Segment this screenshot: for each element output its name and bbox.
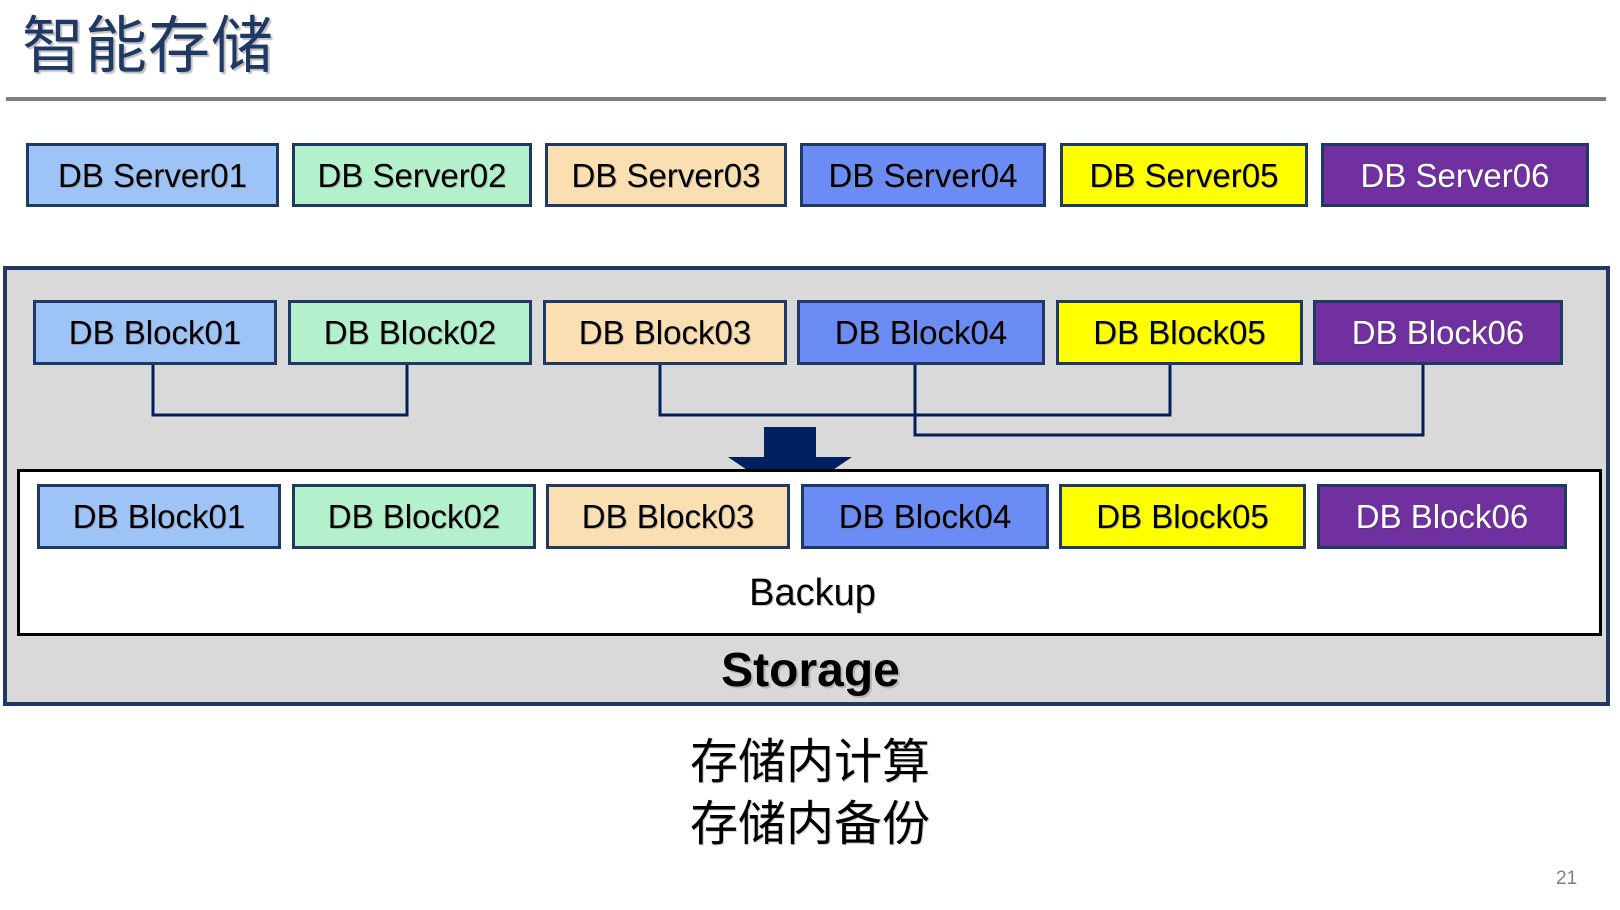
- db-server-box-3[interactable]: DB Server03: [545, 143, 787, 207]
- db-block-backup-label: DB Block03: [582, 500, 754, 533]
- db-block-backup-label: DB Block01: [73, 500, 245, 533]
- db-block-backup-1[interactable]: DB Block01: [37, 484, 281, 549]
- db-server-box-4[interactable]: DB Server04: [800, 143, 1046, 207]
- db-block-primary-4[interactable]: DB Block04: [797, 300, 1045, 365]
- footer-line: 存储内计算: [0, 732, 1620, 794]
- page-number: 21: [1556, 868, 1577, 890]
- db-server-box-label: DB Server06: [1361, 159, 1550, 192]
- footer-text: 存储内计算 存储内备份: [0, 732, 1620, 856]
- db-block-backup-label: DB Block02: [328, 500, 500, 533]
- db-block-backup-3[interactable]: DB Block03: [546, 484, 790, 549]
- db-server-box-6[interactable]: DB Server06: [1321, 143, 1589, 207]
- db-server-box-label: DB Server04: [829, 159, 1018, 192]
- db-block-backup-2[interactable]: DB Block02: [292, 484, 536, 549]
- storage-container: DB Block01 DB Block02 DB Block03 DB Block04…: [3, 266, 1610, 706]
- title-divider: [6, 97, 1606, 101]
- db-server-box-label: DB Server02: [318, 159, 507, 192]
- db-server-box-label: DB Server05: [1090, 159, 1279, 192]
- db-block-backup-label: DB Block04: [839, 500, 1011, 533]
- db-block-primary-label: DB Block06: [1352, 316, 1524, 349]
- db-block-backup-label: DB Block05: [1096, 500, 1268, 533]
- db-block-primary-label: DB Block04: [835, 316, 1007, 349]
- db-block-primary-label: DB Block05: [1093, 316, 1265, 349]
- db-server-box-2[interactable]: DB Server02: [292, 143, 532, 207]
- db-block-primary-3[interactable]: DB Block03: [543, 300, 787, 365]
- db-block-primary-label: DB Block03: [579, 316, 751, 349]
- db-block-primary-6[interactable]: DB Block06: [1313, 300, 1563, 365]
- db-server-box-label: DB Server01: [58, 159, 247, 192]
- footer-line: 存储内备份: [0, 794, 1620, 856]
- db-block-backup-5[interactable]: DB Block05: [1059, 484, 1306, 549]
- db-block-backup-label: DB Block06: [1356, 500, 1528, 533]
- db-server-box-1[interactable]: DB Server01: [26, 143, 279, 207]
- page-title: 智能存储: [22, 4, 274, 90]
- db-block-primary-2[interactable]: DB Block02: [288, 300, 532, 365]
- storage-label: Storage: [7, 642, 1614, 700]
- db-block-primary-label: DB Block02: [324, 316, 496, 349]
- db-server-box-5[interactable]: DB Server05: [1060, 143, 1308, 207]
- connector-bracket-2: [660, 365, 1170, 415]
- backup-box: DB Block01 DB Block02 DB Block03 DB Block04…: [17, 469, 1602, 636]
- db-block-primary-1[interactable]: DB Block01: [33, 300, 277, 365]
- db-block-backup-6[interactable]: DB Block06: [1317, 484, 1567, 549]
- db-block-primary-label: DB Block01: [69, 316, 241, 349]
- db-block-backup-4[interactable]: DB Block04: [801, 484, 1049, 549]
- connector-bracket-1: [153, 365, 407, 415]
- db-block-primary-5[interactable]: DB Block05: [1056, 300, 1303, 365]
- connector-bracket-3: [915, 365, 1423, 435]
- backup-label: Backup: [20, 569, 1605, 617]
- db-server-box-label: DB Server03: [572, 159, 761, 192]
